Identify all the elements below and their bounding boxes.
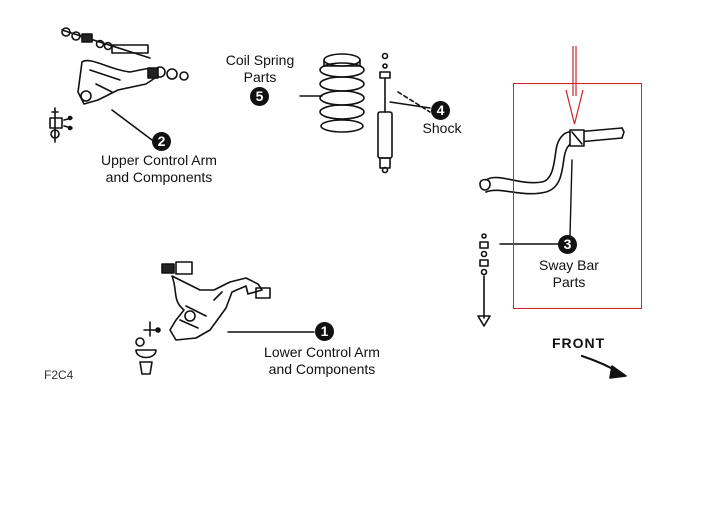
callout-label-lower-control-arm: Lower Control Arm and Components <box>252 344 392 378</box>
label-line: Shock <box>422 120 462 136</box>
sway-bar-highlight-box <box>513 83 642 309</box>
label-line: and Components <box>105 169 213 185</box>
callout-badge-1: 1 <box>315 322 334 341</box>
label-line: Parts <box>243 69 277 85</box>
callout-label-upper-control-arm: Upper Control Arm and Components <box>94 152 224 186</box>
callout-label-shock: Shock <box>414 120 470 137</box>
shock-absorber-drawing <box>377 52 431 174</box>
coil-spring-drawing <box>299 53 365 133</box>
sway-bar-drawing <box>477 127 625 327</box>
label-line: Parts <box>552 274 586 290</box>
callout-badge-5: 5 <box>250 87 269 106</box>
label-line: and Components <box>268 361 376 377</box>
label-line: Lower Control Arm <box>264 344 380 360</box>
lower-control-arm-drawing <box>135 261 271 375</box>
label-line: Upper Control Arm <box>101 152 217 168</box>
callout-badge-2: 2 <box>152 132 171 151</box>
callout-badge-4: 4 <box>431 101 450 120</box>
upper-control-arm-drawing <box>49 27 189 143</box>
label-line: Sway Bar <box>539 257 599 273</box>
callout-label-sway-bar: Sway Bar Parts <box>528 257 610 291</box>
front-direction-label: FRONT <box>552 335 606 351</box>
callout-badge-3: 3 <box>558 235 577 254</box>
label-line: Coil Spring <box>225 52 295 68</box>
callout-label-coil-spring: Coil Spring Parts <box>214 52 306 86</box>
figure-code: F2C4 <box>44 368 74 382</box>
